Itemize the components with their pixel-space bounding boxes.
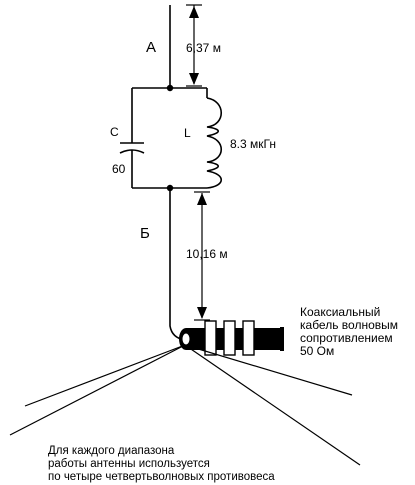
upper-length-label: 6,37 м (186, 41, 221, 55)
cable-note: Коаксиальный кабель волновым сопротивлен… (300, 305, 398, 358)
counterpoise-note-line: по четыре четвертьволновых противовеса (48, 471, 275, 483)
coaxial-cable (179, 320, 284, 356)
lower-wire (169, 188, 186, 341)
capacitor-value-label: 60 (112, 162, 126, 176)
counterpoise-note: Для каждого диапазона работы антенны исп… (48, 445, 275, 483)
lower-length-label: 10,16 м (186, 247, 228, 261)
counterpoise-radials (9, 344, 361, 466)
counterpoise-note-line: Для каждого диапазона (48, 445, 175, 457)
capacitor-symbol (119, 88, 145, 188)
inductor-value-label: 8.3 мкГн (230, 137, 276, 151)
inductor-coil (206, 88, 223, 189)
capacitor-label: С (110, 125, 119, 139)
cable-note-line: Коаксиальный (300, 305, 380, 319)
inductor-label: L (184, 126, 191, 140)
upper-wire-label: А (146, 39, 156, 56)
lower-wire-label: Б (140, 225, 150, 242)
cable-note-line: сопротивлением (300, 331, 393, 345)
upper-dimension (186, 4, 202, 87)
lower-dimension (194, 191, 210, 321)
cable-note-line: кабель волновым (300, 318, 398, 332)
counterpoise-note-line: работы антенны используется (48, 458, 210, 470)
cable-note-line: 50 Ом (300, 344, 334, 358)
